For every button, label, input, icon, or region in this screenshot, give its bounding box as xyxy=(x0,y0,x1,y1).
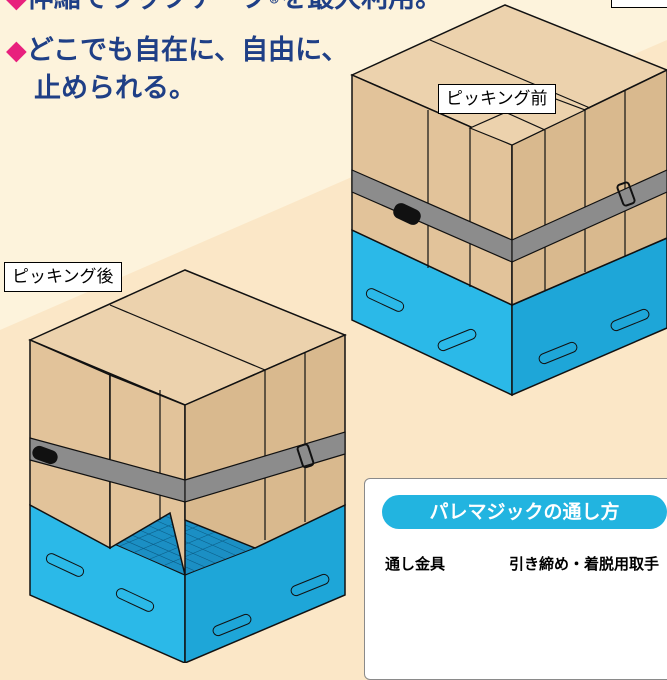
strap-right xyxy=(511,169,667,263)
strap-buckle xyxy=(296,443,315,469)
pallet-slot xyxy=(437,328,477,352)
label-buckle: 通し金具 xyxy=(385,555,446,573)
corner-box xyxy=(611,0,667,8)
pallet-slot xyxy=(115,588,155,612)
threading-guide-panel: パレマジックの通し方 通し金具 引き締め・着脱用取手 xyxy=(364,478,667,680)
label-after-picking: ピッキング後 xyxy=(4,262,122,292)
heading-line-2: ◆どこでも自在に、自由に、 xyxy=(6,34,348,68)
heading-line-1-text: 伸縮でラップテープ xyxy=(27,0,268,14)
pallet-slot xyxy=(538,341,578,365)
pallet-slot xyxy=(290,573,330,597)
pallet-before-picking xyxy=(350,4,667,397)
heading-line-3-text: 止められる。 xyxy=(34,73,196,104)
strap-handle xyxy=(393,203,421,225)
pallet-slot xyxy=(365,288,405,312)
box-edge xyxy=(429,39,591,109)
label-before-picking: ピッキング前 xyxy=(438,84,556,114)
heading-line-1-suffix: を最大利用。 xyxy=(280,0,442,14)
box-edge xyxy=(504,111,546,131)
bullet-diamond: ◆ xyxy=(6,0,27,14)
heading-line-3: 止められる。 xyxy=(34,72,196,106)
pallet-slot xyxy=(45,553,85,577)
heading-line-2-text: どこでも自在に、自由に、 xyxy=(26,35,349,66)
strap-buckle xyxy=(616,181,636,207)
threading-guide-title: パレマジックの通し方 xyxy=(382,495,667,529)
pallet-after-picking xyxy=(28,269,347,663)
label-handle: 引き締め・着脱用取手 xyxy=(509,555,660,573)
box-edge xyxy=(109,304,266,371)
pallet-slot xyxy=(212,613,252,637)
strap-right xyxy=(184,431,346,503)
pallet-slot xyxy=(610,308,650,332)
heading-line-1: ◆伸縮でラップテープ®を最大利用。 xyxy=(6,0,442,17)
bullet-diamond: ◆ xyxy=(6,35,27,66)
strap-handle xyxy=(32,445,58,465)
registered-mark: ® xyxy=(268,0,280,7)
